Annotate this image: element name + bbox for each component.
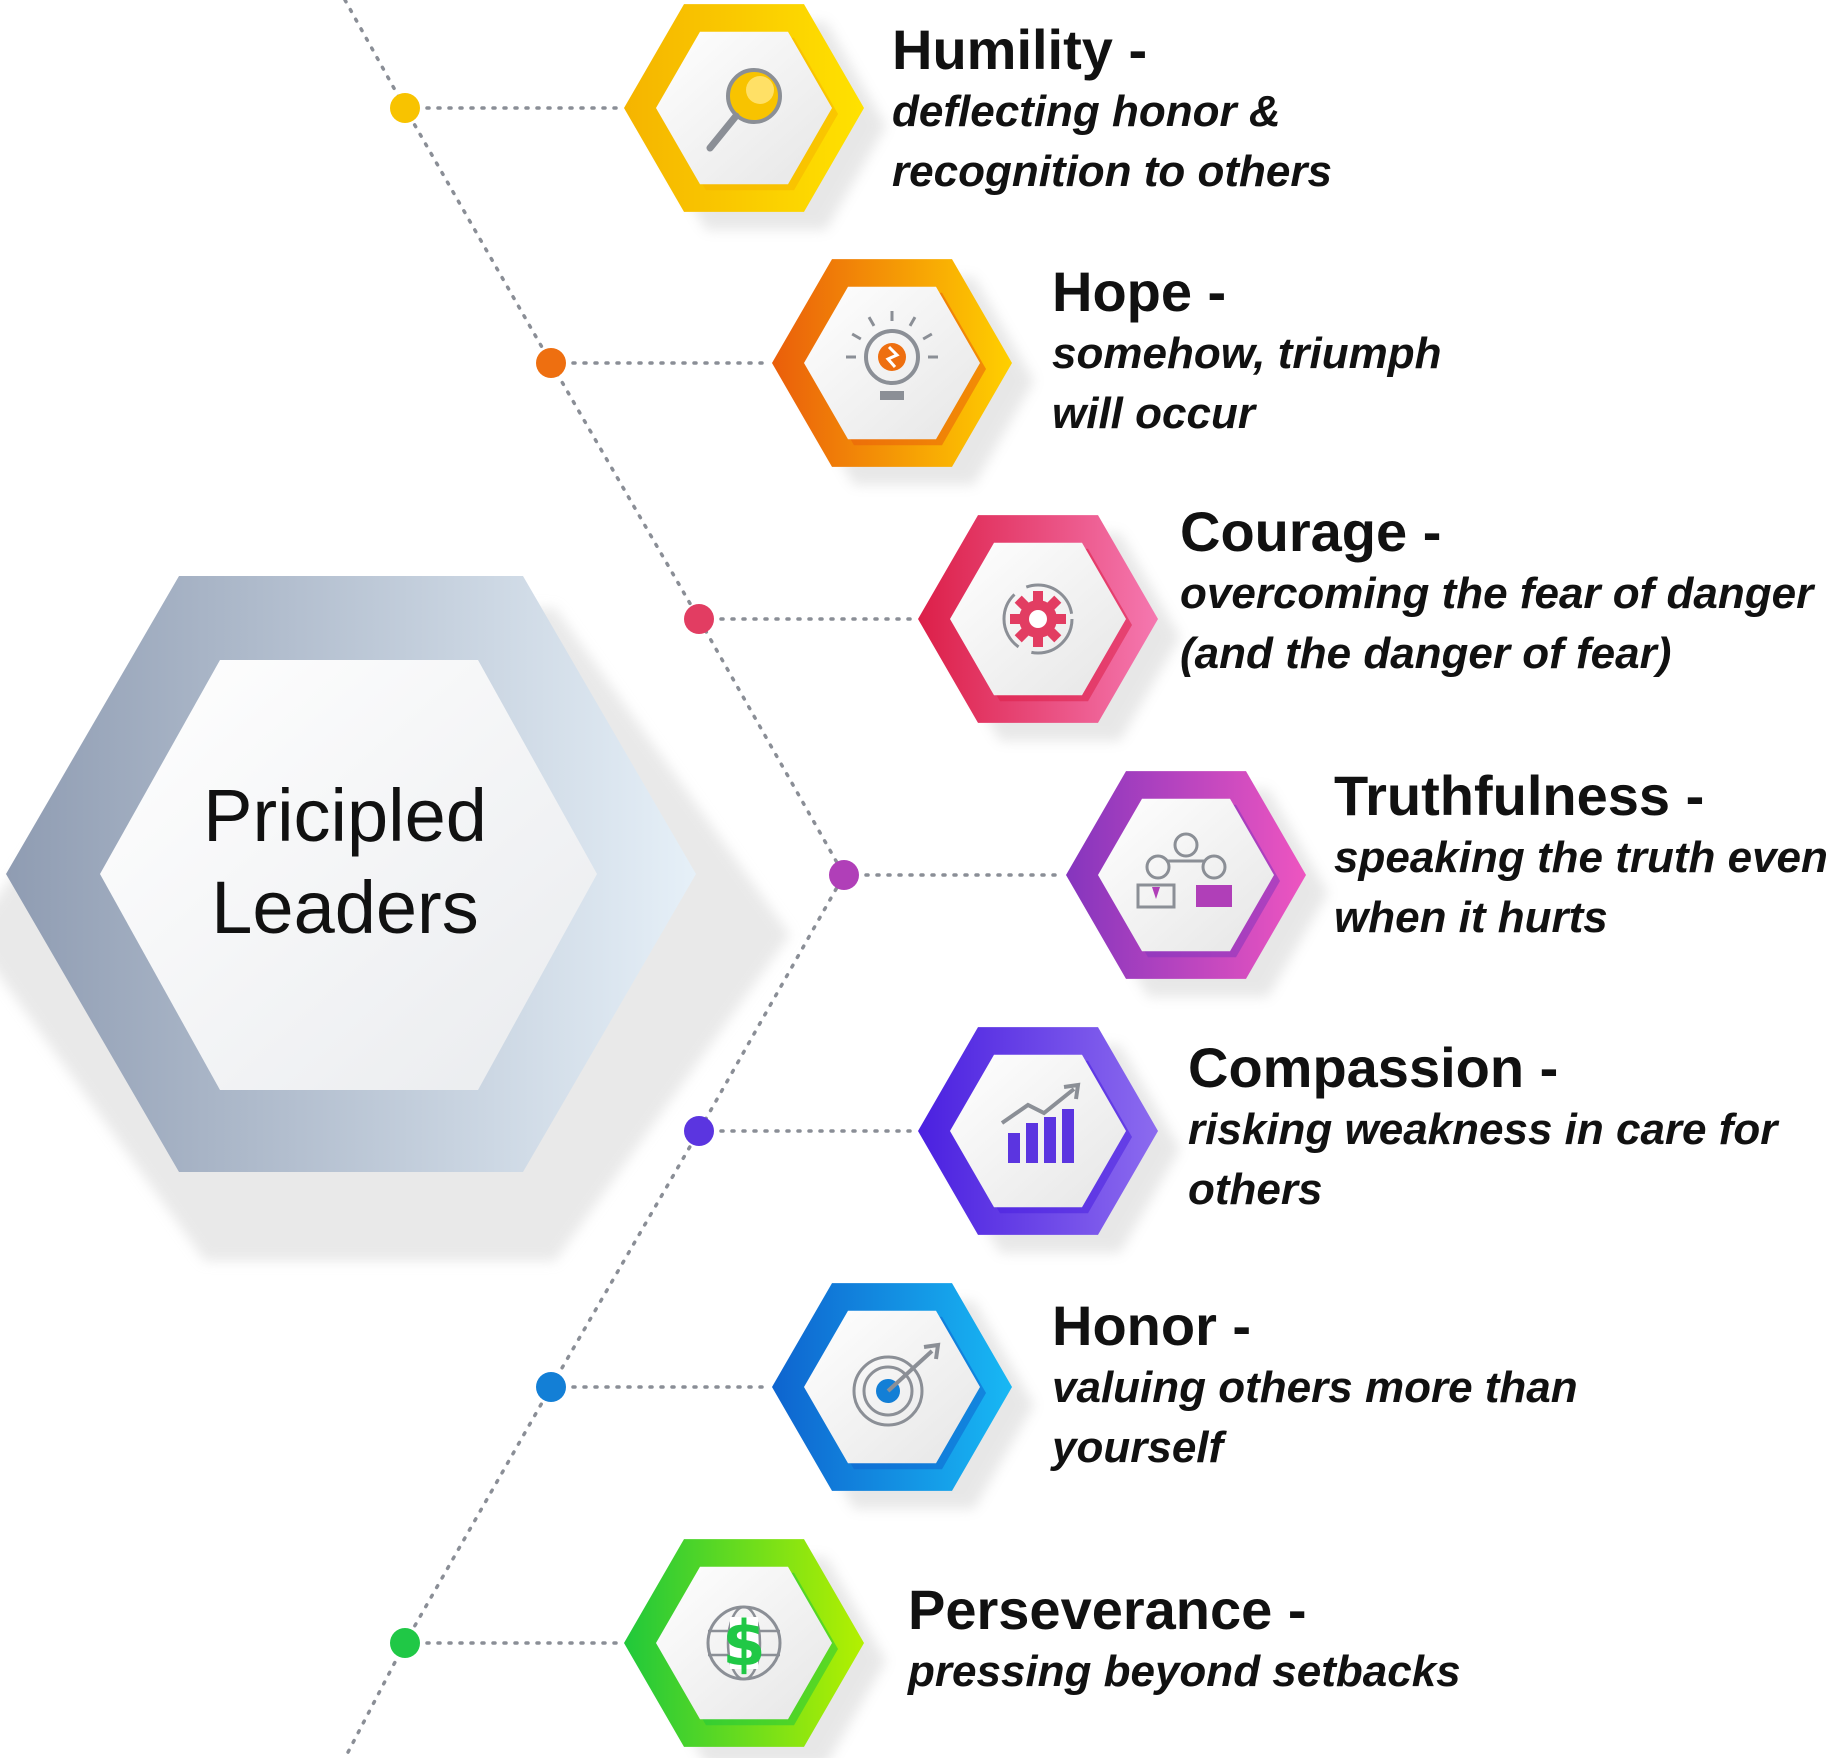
hexagon-inner [1098, 798, 1274, 952]
item-honor: Honor - valuing others more than yoursel… [1052, 1294, 1578, 1478]
hexagon-6 [536, 1283, 1034, 1509]
center-title-line1: Pricipled [203, 774, 487, 857]
item-description: will occur [1052, 389, 1255, 438]
connector-dot [390, 1628, 420, 1658]
item-title: Compassion - [1188, 1036, 1559, 1099]
connector-dot [390, 93, 420, 123]
item-description: deflecting honor & [892, 87, 1281, 136]
people-icon [1136, 832, 1232, 909]
item-compassion: Compassion - risking weakness in care fo… [1188, 1036, 1777, 1220]
hexagon-7: $ [390, 1539, 886, 1758]
item-description: risking weakness in care for [1188, 1105, 1778, 1154]
hexagon-1 [390, 4, 886, 230]
item-description: others [1188, 1165, 1323, 1214]
gear-icon [1002, 583, 1074, 655]
item-description: recognition to others [892, 147, 1332, 196]
item-title: Courage - [1180, 500, 1442, 563]
item-description: when it hurts [1334, 893, 1608, 942]
item-title: Truthfulness - [1334, 764, 1705, 827]
item-description: speaking the truth even [1334, 833, 1828, 882]
dotted-connectors [343, 0, 1066, 1758]
item-description: overcoming the fear of danger [1180, 569, 1814, 618]
item-truthfulness: Truthfulness - speaking the truth even w… [1334, 764, 1828, 948]
globe-dollar-icon: $ [706, 1605, 782, 1681]
item-title: Hope - [1052, 260, 1227, 323]
item-description: pressing beyond setbacks [908, 1647, 1461, 1696]
connector-dot [536, 348, 566, 378]
item-title: Humility - [892, 18, 1148, 81]
item-title: Perseverance - [908, 1578, 1307, 1641]
hexagon-2 [536, 259, 1034, 485]
lightbulb-icon [846, 311, 938, 400]
item-courage: Courage - overcoming the fear of danger … [1180, 500, 1813, 684]
hexagon-3 [684, 515, 1180, 741]
item-perseverance: Perseverance - pressing beyond setbacks [908, 1578, 1461, 1702]
hexagon-4 [829, 771, 1328, 997]
connector-path [343, 0, 847, 1758]
item-description: yourself [1052, 1423, 1224, 1472]
dollar-sign-icon: $ [722, 1607, 765, 1680]
item-hexagons: $ [390, 4, 1328, 1758]
center-title-line2: Leaders [211, 866, 479, 949]
center-title: Pricipled Leaders [100, 770, 590, 954]
item-description: somehow, triumph [1052, 329, 1442, 378]
item-description: (and the danger of fear) [1180, 629, 1672, 678]
connector-dot [684, 1116, 714, 1146]
item-title: Honor - [1052, 1294, 1252, 1357]
magnifier-icon [706, 68, 782, 152]
item-description: valuing others more than [1052, 1363, 1578, 1412]
growth-chart-icon [1000, 1082, 1081, 1163]
connector-dot [829, 860, 859, 890]
item-humility: Humility - deflecting honor & recognitio… [892, 18, 1332, 202]
item-hope: Hope - somehow, triumph will occur [1052, 260, 1442, 444]
hexagon-5 [684, 1027, 1180, 1253]
center-hexagon [0, 576, 790, 1261]
target-icon [852, 1342, 941, 1427]
connector-dot [536, 1372, 566, 1402]
connector-dot [684, 604, 714, 634]
